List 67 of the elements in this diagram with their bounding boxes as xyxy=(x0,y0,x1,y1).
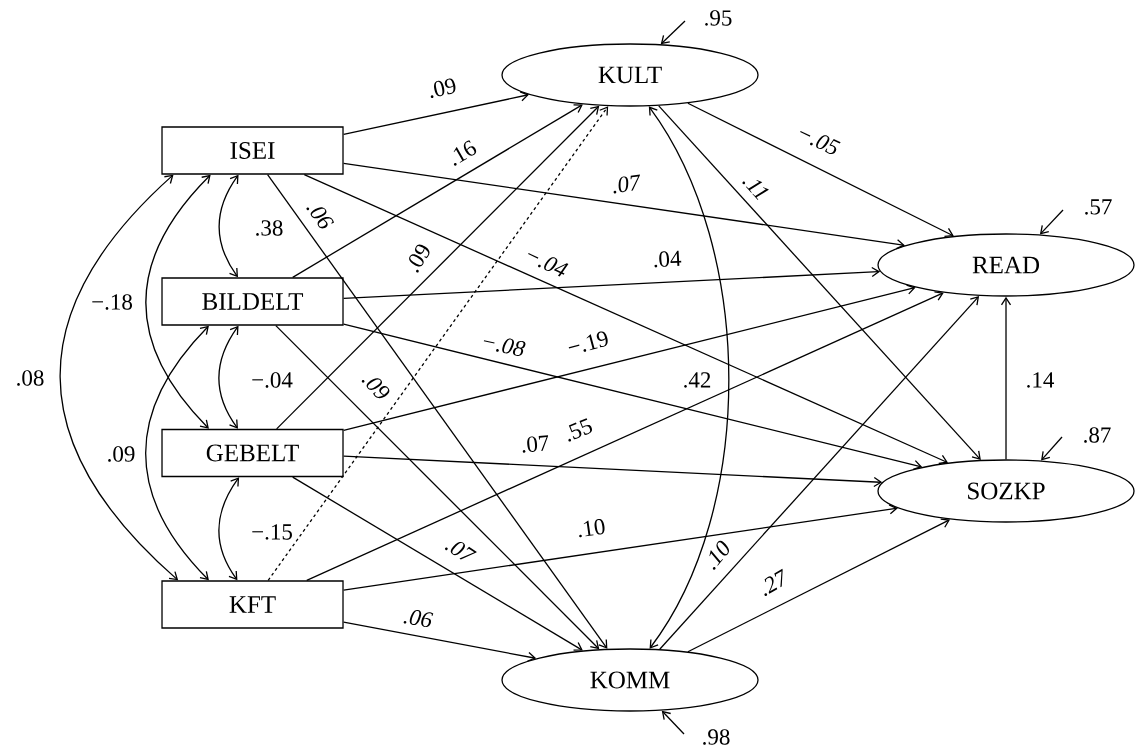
variable-box: BILDELT xyxy=(161,277,344,326)
edge-label: −.05 xyxy=(792,121,844,159)
edge-label: .55 xyxy=(559,415,597,445)
variable-box: ISEI xyxy=(161,126,344,175)
edge-label: .06 xyxy=(303,196,337,234)
edge-label: .57 xyxy=(1082,197,1114,217)
variable-box: KFT xyxy=(161,580,344,629)
edge-label: −.19 xyxy=(564,328,612,358)
arrow xyxy=(275,325,600,650)
edge-label: .14 xyxy=(1024,370,1056,390)
edge-label: −.18 xyxy=(89,292,135,312)
edge-label: .11 xyxy=(739,169,773,205)
edge-label: .09 xyxy=(358,367,394,404)
edge-label: .38 xyxy=(253,218,285,238)
edge-label: .09 xyxy=(401,239,435,277)
edge-label: .08 xyxy=(14,368,46,388)
arrow xyxy=(343,91,530,136)
curved-arrow xyxy=(145,325,209,581)
arrow xyxy=(687,518,951,653)
arrow xyxy=(266,174,608,649)
arrow xyxy=(292,476,583,651)
arrow xyxy=(343,455,883,488)
edge-label: .16 xyxy=(443,137,481,169)
edge-label: .04 xyxy=(650,248,684,270)
edge-label: .06 xyxy=(400,606,436,630)
arrow xyxy=(1039,209,1064,235)
edge-label: −.04 xyxy=(249,370,295,390)
curved-arrow xyxy=(218,174,239,278)
curved-arrow xyxy=(59,174,179,581)
edge-label: .27 xyxy=(754,567,792,599)
arrow xyxy=(1000,296,1012,460)
edge-label: .09 xyxy=(424,75,460,101)
variable-box: GEBELT xyxy=(161,428,344,478)
arrow xyxy=(276,105,600,430)
edge-label: .07 xyxy=(609,172,643,196)
edge-label: .07 xyxy=(441,533,479,567)
edge-label: −.08 xyxy=(477,330,529,359)
arrow xyxy=(343,323,923,471)
arrow xyxy=(292,104,583,278)
arrow xyxy=(660,20,686,45)
arrow xyxy=(687,102,954,238)
edge-label: .42 xyxy=(681,370,713,390)
curved-arrow xyxy=(648,106,730,649)
edge-label: .87 xyxy=(1081,425,1113,445)
arrow xyxy=(343,284,916,431)
arrow xyxy=(306,291,944,581)
arrow xyxy=(1041,436,1063,461)
arrow xyxy=(659,295,980,650)
edge-label: −.15 xyxy=(249,522,295,542)
arrow xyxy=(343,504,898,591)
edge-label: .07 xyxy=(518,433,552,455)
dashed-arrow xyxy=(267,106,609,581)
arrow xyxy=(661,710,685,735)
edge-label: .09 xyxy=(105,444,137,464)
edge-label: .10 xyxy=(699,536,735,574)
arrow xyxy=(343,162,906,250)
arrow xyxy=(343,621,537,662)
arrow xyxy=(658,105,981,460)
curved-arrow xyxy=(145,174,211,429)
edge-label: −.04 xyxy=(520,243,572,281)
edge-label: .95 xyxy=(702,8,734,28)
arrow xyxy=(343,266,881,299)
edge-label: .10 xyxy=(574,516,609,540)
curved-arrow xyxy=(218,325,239,429)
arrow xyxy=(303,174,949,465)
curved-arrow xyxy=(218,477,240,581)
edge-label: .98 xyxy=(700,727,732,747)
